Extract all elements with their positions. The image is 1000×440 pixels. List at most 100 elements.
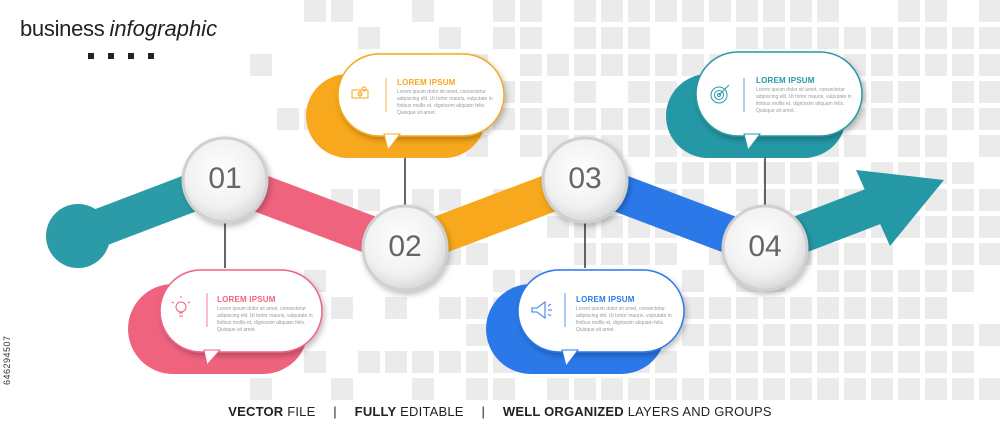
background-square [925, 378, 947, 400]
step-number-04: 04 [748, 230, 782, 263]
step-number-02: 02 [388, 230, 422, 263]
background-square [979, 243, 1000, 265]
background-square [682, 297, 704, 319]
background-square [601, 54, 623, 76]
background-square [466, 378, 488, 400]
bubble-01-front [159, 269, 323, 353]
background-square [979, 108, 1000, 130]
background-square [763, 351, 785, 373]
background-square [358, 27, 380, 49]
background-square [925, 108, 947, 130]
background-square [601, 108, 623, 130]
background-square [601, 27, 623, 49]
background-square [817, 297, 839, 319]
background-square [709, 324, 731, 346]
background-square [682, 378, 704, 400]
background-square [655, 54, 677, 76]
step-text-03: Lorem ipsum dolor sit amet, consectetur … [576, 306, 672, 333]
background-square [682, 324, 704, 346]
background-square [709, 297, 731, 319]
background-square [925, 54, 947, 76]
background-square [952, 324, 974, 346]
bubble-04 [666, 51, 863, 158]
background-square [358, 189, 380, 211]
background-square [925, 324, 947, 346]
background-square [952, 378, 974, 400]
background-square [898, 54, 920, 76]
background-square [871, 351, 893, 373]
background-square [817, 270, 839, 292]
background-square [466, 324, 488, 346]
step-text-04: Lorem ipsum dolor sit amet, consectetur … [756, 87, 852, 114]
background-square [763, 297, 785, 319]
background-square [952, 27, 974, 49]
background-square [925, 297, 947, 319]
background-square [898, 270, 920, 292]
background-square [952, 162, 974, 184]
step-circle-01 [181, 136, 269, 224]
background-square [844, 324, 866, 346]
background-square [412, 378, 434, 400]
background-square [574, 81, 596, 103]
background-square [520, 135, 542, 157]
background-square [790, 297, 812, 319]
background-square [790, 162, 812, 184]
background-square [709, 378, 731, 400]
background-square [385, 351, 407, 373]
footer-fully: FULLY [354, 404, 397, 419]
step-circle-03 [541, 136, 629, 224]
bubble-02-front [337, 53, 505, 137]
background-square [493, 378, 515, 400]
background-square [925, 216, 947, 238]
background-square [547, 54, 569, 76]
background-square [871, 378, 893, 400]
background-square [682, 0, 704, 22]
background-square [331, 297, 353, 319]
background-square [547, 378, 569, 400]
background-square [979, 27, 1000, 49]
background-square [952, 189, 974, 211]
step-number-01: 01 [208, 162, 242, 195]
background-square [817, 162, 839, 184]
background-square [790, 324, 812, 346]
background-square [709, 351, 731, 373]
background-square [628, 378, 650, 400]
bubble-03-tail [561, 349, 579, 368]
background-square [952, 216, 974, 238]
background-square [601, 0, 623, 22]
background-square [844, 378, 866, 400]
bubble-02 [306, 53, 505, 158]
background-square [709, 162, 731, 184]
background-square [412, 189, 434, 211]
background-square [871, 108, 893, 130]
background-square [763, 0, 785, 22]
background-square [520, 108, 542, 130]
background-square [709, 0, 731, 22]
step-number-03: 03 [568, 162, 602, 195]
background-square [331, 0, 353, 22]
bubble-03-front [517, 269, 685, 353]
background-square [952, 81, 974, 103]
footer-caption: VECTOR FILE | FULLY EDITABLE | WELL ORGA… [0, 404, 1000, 419]
background-square [385, 297, 407, 319]
background-square [871, 27, 893, 49]
background-square [979, 0, 1000, 22]
background-square [790, 27, 812, 49]
background-square [601, 216, 623, 238]
footer-layers: LAYERS AND GROUPS [623, 404, 772, 419]
background-square [277, 108, 299, 130]
background-square [439, 351, 461, 373]
background-square [871, 54, 893, 76]
background-square [979, 81, 1000, 103]
background-square [628, 54, 650, 76]
background-square [925, 135, 947, 157]
background-square [763, 162, 785, 184]
background-square [844, 27, 866, 49]
background-square [979, 378, 1000, 400]
footer-separator-1: | [333, 404, 337, 419]
bubble-04-front [695, 51, 863, 137]
background-square [412, 351, 434, 373]
background-square [358, 351, 380, 373]
background-square [574, 108, 596, 130]
background-square [871, 243, 893, 265]
